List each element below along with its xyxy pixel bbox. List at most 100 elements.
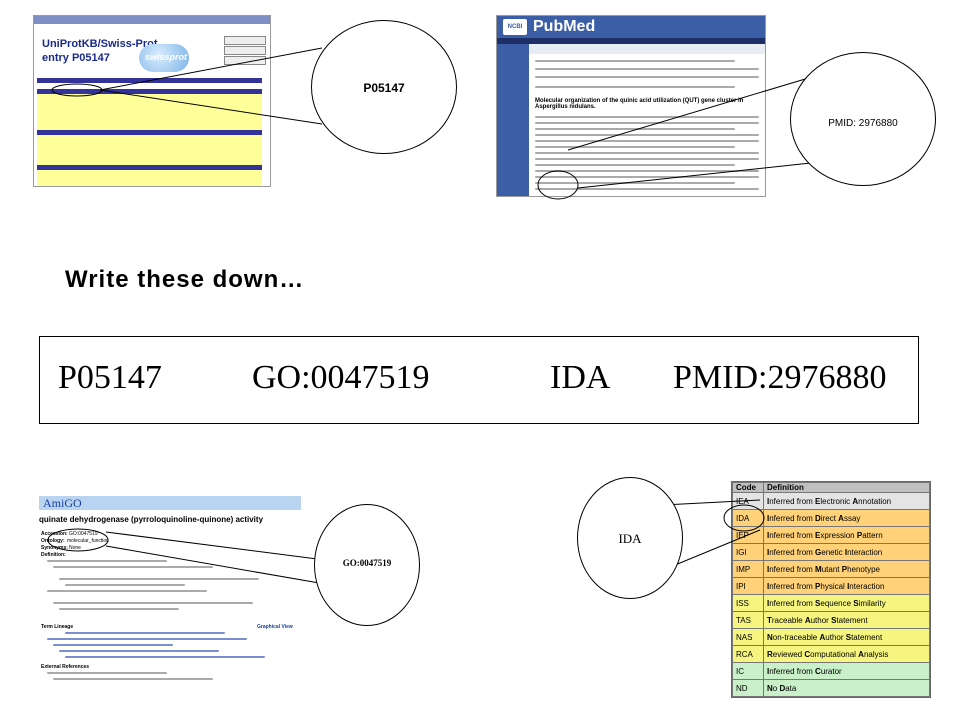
callout-amigo-label: GO:0047519 (342, 558, 392, 568)
uniprot-entry-info (37, 94, 262, 130)
text-line (535, 134, 759, 136)
uniprot-screenshot: UniProtKB/Swiss-Prot entry P05147 swissp… (33, 15, 271, 187)
text-line (535, 76, 759, 78)
callout-uniprot: P05147 (311, 20, 457, 154)
definition-part: R (767, 649, 773, 659)
definition-part: P (841, 564, 848, 574)
amigo-header: AmiGO (39, 496, 301, 510)
text-line (535, 152, 759, 154)
definition-part: I (767, 564, 770, 574)
accession-value: GO:0047519 (69, 531, 98, 537)
text-line (535, 158, 759, 160)
pubmed-search-bar (497, 44, 765, 54)
external-refs-label: External References (41, 664, 90, 670)
instruction-heading: Write these down… (65, 266, 305, 293)
definition-part: I (847, 581, 850, 591)
text-line (535, 146, 735, 148)
definition-part: N (767, 632, 773, 642)
text-line (535, 164, 735, 166)
text-line (53, 644, 173, 646)
text-line (535, 122, 759, 124)
text-line (47, 672, 167, 674)
definition-part: I (767, 598, 770, 608)
definition-part: S (845, 632, 852, 642)
id-pubmed: PMID:2976880 (673, 359, 887, 396)
definition-part: nferred from (769, 547, 816, 557)
text-line (65, 632, 225, 634)
uniprot-side-button (224, 36, 266, 45)
definition-part: nalysis (863, 649, 889, 659)
definition-part: omputational (810, 649, 859, 659)
id-protein: P05147 (58, 359, 162, 396)
synonyms-value: None (69, 545, 81, 551)
text-line (535, 86, 735, 88)
definition-part: tatement (836, 615, 868, 625)
pubmed-sidebar (497, 44, 529, 196)
definition-part: ata (785, 683, 797, 693)
definition-part: C (804, 649, 811, 659)
ncbi-logo: NCBI (503, 19, 527, 35)
uniprot-entry-title: entry P05147 (42, 52, 110, 64)
evidence-definition: No Data (763, 679, 930, 697)
definition-part: hysical (820, 581, 848, 591)
definition-part: o (772, 683, 780, 693)
graphical-view-link[interactable]: Graphical View (257, 624, 293, 630)
definition-part: nferred from (769, 513, 816, 523)
definition-part: attern (862, 530, 883, 540)
synonyms-label: Synonyms: (41, 545, 68, 551)
definition-part: S (853, 598, 859, 608)
definition-part: M (815, 564, 822, 574)
definition-part: T (767, 615, 772, 625)
swissprot-logo: swissprot (139, 44, 189, 72)
definition-part: E (815, 496, 821, 506)
definition-part: I (767, 666, 770, 676)
ontology-value: molecular_function (67, 538, 109, 544)
amigo-logo: AmiGO (43, 496, 82, 510)
uniprot-side-button (224, 56, 266, 65)
definition-part: on-traceable (772, 632, 820, 642)
definition-part: irect (820, 513, 839, 523)
evidence-definition: Traceable Author Statement (763, 611, 930, 629)
definition-part: nferred from (769, 564, 816, 574)
text-line (535, 188, 759, 190)
text-line (59, 578, 259, 580)
evidence-definition: Inferred from Expression Pattern (763, 526, 930, 544)
evidence-code: IMP (732, 560, 764, 578)
uniprot-protein-info (37, 135, 262, 165)
text-line (535, 128, 735, 130)
text-line (59, 650, 219, 652)
definition-part: imilarity (858, 598, 886, 608)
evidence-code: IEP (732, 526, 764, 544)
definition-part: P (856, 530, 863, 540)
definition-part: utant (821, 564, 842, 574)
evidence-code: NAS (732, 628, 764, 646)
uniprot-references (37, 170, 262, 185)
evidence-definition: Inferred from Electronic Annotation (763, 492, 930, 510)
callout-uniprot-label: P05147 (363, 81, 405, 95)
definition-part: I (767, 581, 770, 591)
id-go-term: GO:0047519 (252, 359, 430, 396)
evidence-code: RCA (732, 645, 764, 663)
text-line (535, 68, 759, 70)
definition-part: I (844, 547, 848, 557)
evidence-code: IEA (732, 492, 764, 510)
evidence-definition: Inferred from Direct Assay (763, 509, 930, 527)
definition-part: S (831, 615, 837, 625)
evidence-definition: Inferred from Physical Interaction (763, 577, 930, 595)
uniprot-links-band (37, 78, 262, 83)
amigo-screenshot: AmiGO quinate dehydrogenase (pyrroloquin… (37, 496, 303, 690)
definition-part: eviewed (772, 649, 805, 659)
uniprot-section-header (37, 165, 262, 170)
callout-pubmed-label: PMID: 2976880 (828, 118, 898, 129)
definition-part: A (838, 513, 844, 523)
definition-part: P (815, 581, 821, 591)
definition-part: A (804, 615, 811, 625)
